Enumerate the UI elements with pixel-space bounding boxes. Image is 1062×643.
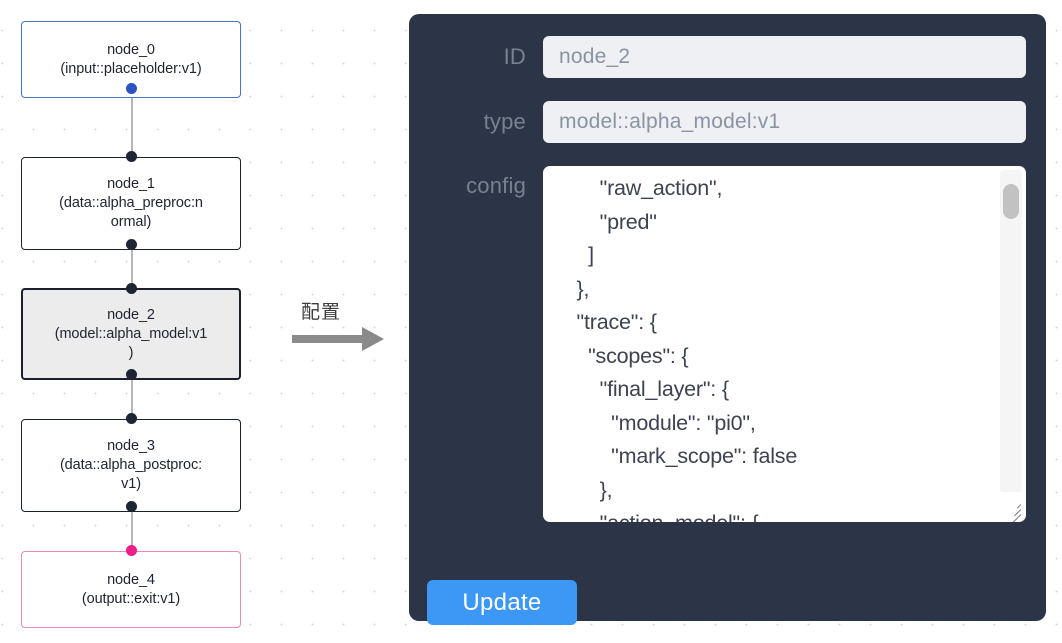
flow-node-type-cont: ) bbox=[128, 344, 134, 361]
config-textarea-wrapper: "raw_action", "pred" ] }, "trace": { "sc… bbox=[543, 166, 1026, 522]
config-textarea-scrollbar-thumb[interactable] bbox=[1003, 184, 1019, 219]
update-button[interactable]: Update bbox=[427, 580, 577, 625]
port-dot-node3-input[interactable] bbox=[126, 413, 137, 424]
flow-node-node_3[interactable]: node_3 (data::alpha_postproc: v1) bbox=[21, 419, 241, 512]
config-field-label: config bbox=[466, 173, 526, 198]
port-dot-node3-output[interactable] bbox=[126, 501, 137, 512]
flow-node-type-cont: ormal) bbox=[110, 214, 152, 230]
field-row-id: ID bbox=[427, 36, 1028, 78]
edge-node0-node1 bbox=[130, 92, 133, 160]
type-input[interactable] bbox=[543, 101, 1026, 143]
arrow-head-icon bbox=[362, 327, 384, 351]
arrow-right-icon bbox=[292, 335, 364, 343]
flow-node-id: node_3 bbox=[107, 438, 155, 454]
edge-node1-node2 bbox=[130, 244, 133, 292]
flow-node-id: node_2 bbox=[107, 306, 155, 323]
field-row-type: type bbox=[427, 101, 1028, 143]
field-row-config: config "raw_action", "pred" ] }, "trace"… bbox=[427, 166, 1028, 522]
flow-node-type: (model::alpha_model:v1 bbox=[54, 325, 208, 342]
edge-node2-node3 bbox=[130, 374, 133, 422]
id-input[interactable] bbox=[543, 36, 1026, 78]
flow-node-type: (input::placeholder:v1) bbox=[60, 60, 202, 77]
port-dot-node0-output[interactable] bbox=[126, 83, 137, 94]
flow-graph: node_0 (input::placeholder:v1) node_1 (d… bbox=[0, 0, 270, 643]
resize-handle-icon[interactable] bbox=[1002, 498, 1024, 522]
edge-node3-node4 bbox=[130, 506, 133, 554]
flow-node-type: (output::exit:v1) bbox=[81, 590, 181, 607]
id-field-label: ID bbox=[503, 44, 526, 69]
config-textarea-scrollbar[interactable] bbox=[1000, 170, 1022, 492]
flow-node-type-cont: v1) bbox=[121, 476, 141, 492]
transition-arrow-group: 配置 bbox=[292, 297, 396, 361]
flow-node-id: node_4 bbox=[107, 571, 155, 588]
port-dot-node1-input[interactable] bbox=[126, 151, 137, 162]
flow-node-node_1[interactable]: node_1 (data::alpha_preproc:n ormal) bbox=[21, 157, 241, 250]
flow-node-id: node_1 bbox=[107, 176, 155, 192]
type-field-label: type bbox=[483, 109, 526, 134]
flow-node-node_2[interactable]: node_2 (model::alpha_model:v1 ) bbox=[21, 288, 241, 380]
port-dot-node2-output[interactable] bbox=[126, 369, 137, 380]
config-textarea[interactable]: "raw_action", "pred" ] }, "trace": { "sc… bbox=[543, 166, 1026, 522]
port-dot-node1-output[interactable] bbox=[126, 239, 137, 250]
flow-node-id: node_0 bbox=[107, 41, 155, 58]
flow-node-type: (data::alpha_preproc:n bbox=[59, 195, 203, 211]
port-dot-node4-input[interactable] bbox=[126, 545, 137, 556]
config-textarea-content[interactable]: "raw_action", "pred" ] }, "trace": { "sc… bbox=[576, 176, 798, 522]
flow-node-node_4[interactable]: node_4 (output::exit:v1) bbox=[21, 551, 241, 628]
flow-node-type: (data::alpha_postproc: bbox=[59, 457, 203, 473]
node-config-panel: ID type config "raw_action", "pred" ] },… bbox=[409, 14, 1046, 621]
port-dot-node2-input[interactable] bbox=[126, 283, 137, 294]
transition-label: 配置 bbox=[301, 301, 342, 323]
